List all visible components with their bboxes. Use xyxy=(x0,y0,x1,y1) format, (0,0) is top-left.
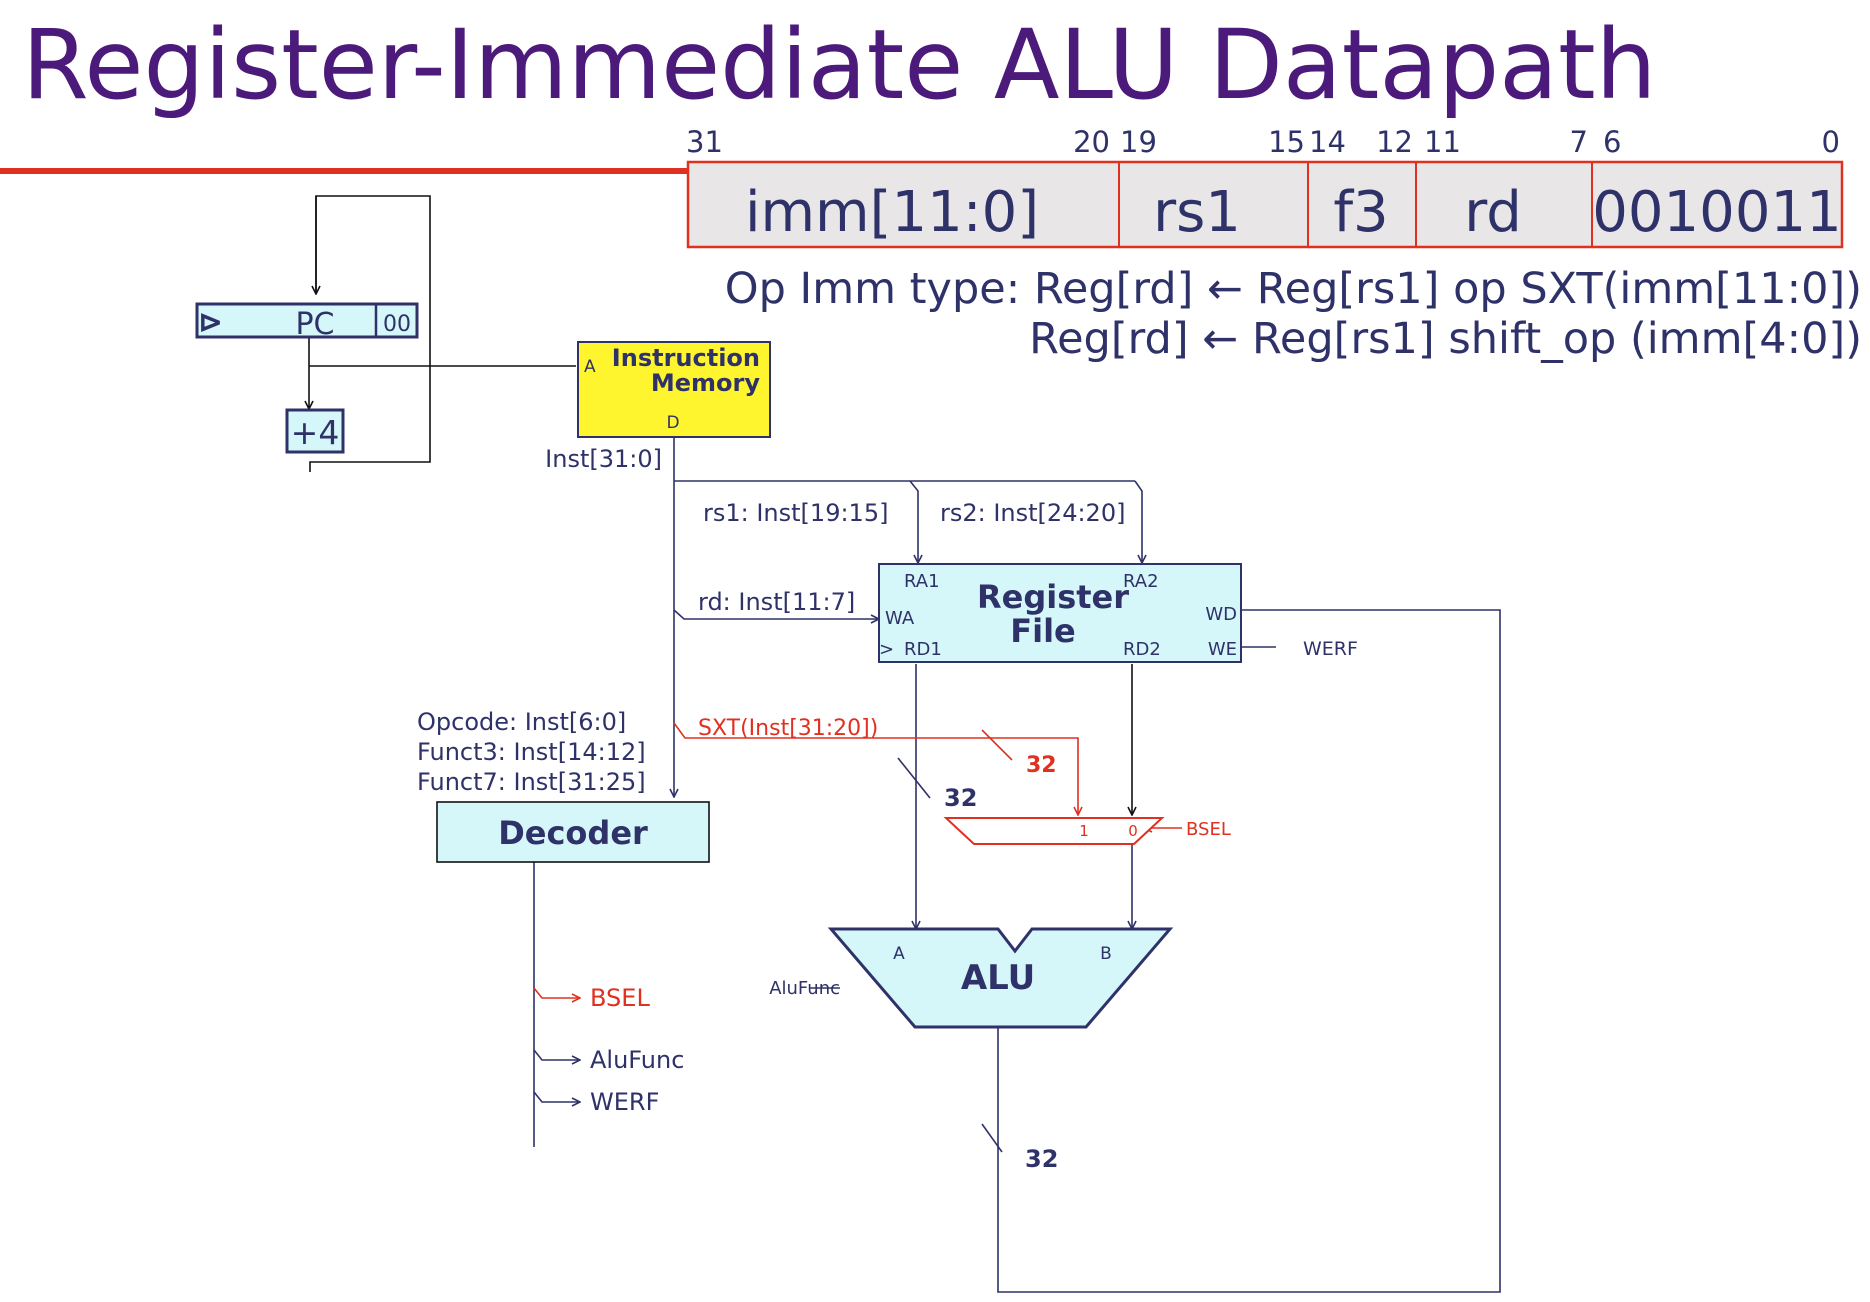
pc-suffix: 00 xyxy=(383,312,411,337)
regfile-port-rd1: RD1 xyxy=(904,639,942,660)
imem-port-a: A xyxy=(584,357,596,377)
field-opcode: 0010011 xyxy=(1592,180,1841,245)
pc-loop-wires xyxy=(309,195,576,472)
mux-input-0: 0 xyxy=(1128,822,1138,840)
instruction-wires xyxy=(533,437,1501,1293)
mux-input-1: 1 xyxy=(1079,822,1089,840)
pc-label: PC xyxy=(295,307,334,342)
funct7-label: Funct7: Inst[31:25] xyxy=(417,768,646,796)
width-a-label: 32 xyxy=(944,784,977,812)
decoder-output-alufunc: AluFunc xyxy=(590,1046,684,1074)
regfile-port-rd2: RD2 xyxy=(1123,639,1161,660)
instruction-encoding: imm[11:0] rs1 f3 rd 0010011 xyxy=(686,160,1844,249)
adder-label: +4 xyxy=(291,413,340,452)
decoder-output-werf: WERF xyxy=(590,1088,659,1116)
regfile-port-wd: WD xyxy=(1205,604,1237,625)
field-rd: rd xyxy=(1464,180,1522,245)
red-wire-labels: SXT(Inst[31:20]) 32 BSEL xyxy=(698,716,1231,840)
field-f3: f3 xyxy=(1333,180,1388,245)
rs2-label: rs2: Inst[24:20] xyxy=(940,499,1125,527)
alu: ALU A B xyxy=(827,927,1174,1029)
bit-15: 15 xyxy=(1268,125,1305,159)
pc-adder: +4 xyxy=(285,408,345,454)
alu-label: ALU xyxy=(961,958,1035,998)
decoder-output-arrows xyxy=(533,987,580,1102)
bit-14: 14 xyxy=(1309,125,1346,159)
regfile-clock-icon: > xyxy=(879,639,894,660)
bit-19: 19 xyxy=(1120,125,1157,159)
instruction-memory: Instruction Memory A D xyxy=(577,341,771,438)
pc-register: ⊳ PC 00 xyxy=(195,302,419,342)
bit-11: 11 xyxy=(1424,125,1461,159)
rs1-label: rs1: Inst[19:15] xyxy=(703,499,888,527)
semantics-line-1: Op Imm type: Reg[rd] ← Reg[rs1] op SXT(i… xyxy=(725,264,1862,314)
sxt-label: SXT(Inst[31:20]) xyxy=(698,716,878,741)
width-imm-label: 32 xyxy=(1026,753,1057,778)
wire-labels: Inst[31:0] rs1: Inst[19:15] rs2: Inst[24… xyxy=(417,445,1358,1173)
opcode-label: Opcode: Inst[6:0] xyxy=(417,708,626,736)
decoder-outputs: BSEL AluFunc WERF xyxy=(590,984,684,1116)
pc-clock-icon: ⊳ xyxy=(198,305,223,340)
alu-port-a: A xyxy=(893,944,905,964)
regfile-port-we: WE xyxy=(1208,639,1237,660)
bit-12: 12 xyxy=(1376,125,1413,159)
decoder: Decoder xyxy=(436,801,710,863)
field-imm: imm[11:0] xyxy=(745,180,1039,245)
semantics-line-2: Reg[rd] ← Reg[rs1] shift_op (imm[4:0]) xyxy=(1029,314,1862,364)
bsel-input-label: BSEL xyxy=(1186,819,1231,840)
b-mux: 1 0 xyxy=(943,817,1165,845)
bit-7: 7 xyxy=(1570,125,1588,159)
bit-0: 0 xyxy=(1822,125,1840,159)
width-out-label: 32 xyxy=(1025,1145,1058,1173)
decoder-label: Decoder xyxy=(498,814,648,852)
bit-6: 6 xyxy=(1603,125,1621,159)
field-rs1: rs1 xyxy=(1153,180,1241,245)
imem-port-d: D xyxy=(666,413,679,433)
regfile-port-ra2: RA2 xyxy=(1123,571,1159,592)
funct3-label: Funct3: Inst[14:12] xyxy=(417,738,646,766)
inst-label: Inst[31:0] xyxy=(545,445,662,473)
decoder-output-bsel: BSEL xyxy=(590,984,650,1012)
werf-input-label: WERF xyxy=(1303,638,1358,660)
encoding-box xyxy=(686,160,1844,249)
bit-31: 31 xyxy=(686,125,723,159)
regfile-title-2: File xyxy=(1010,612,1076,650)
register-file: Register File RA1 RA2 WA WD WE RD1 RD2 > xyxy=(878,563,1242,663)
slide-title: Register-Immediate ALU Datapath xyxy=(22,9,1656,121)
regfile-title-1: Register xyxy=(977,578,1129,616)
imem-title-1: Instruction xyxy=(612,344,760,372)
imem-title-2: Memory xyxy=(651,369,760,397)
regfile-port-wa: WA xyxy=(885,608,915,629)
regfile-port-ra1: RA1 xyxy=(904,571,940,592)
alu-port-b: B xyxy=(1100,944,1112,964)
alufunc-input-label: AluFunc xyxy=(769,978,840,999)
encoding-bit-numbers: 31 20 19 15 14 12 11 7 6 0 xyxy=(686,125,1840,159)
bit-20: 20 xyxy=(1073,125,1110,159)
rd-label: rd: Inst[11:7] xyxy=(698,588,855,616)
